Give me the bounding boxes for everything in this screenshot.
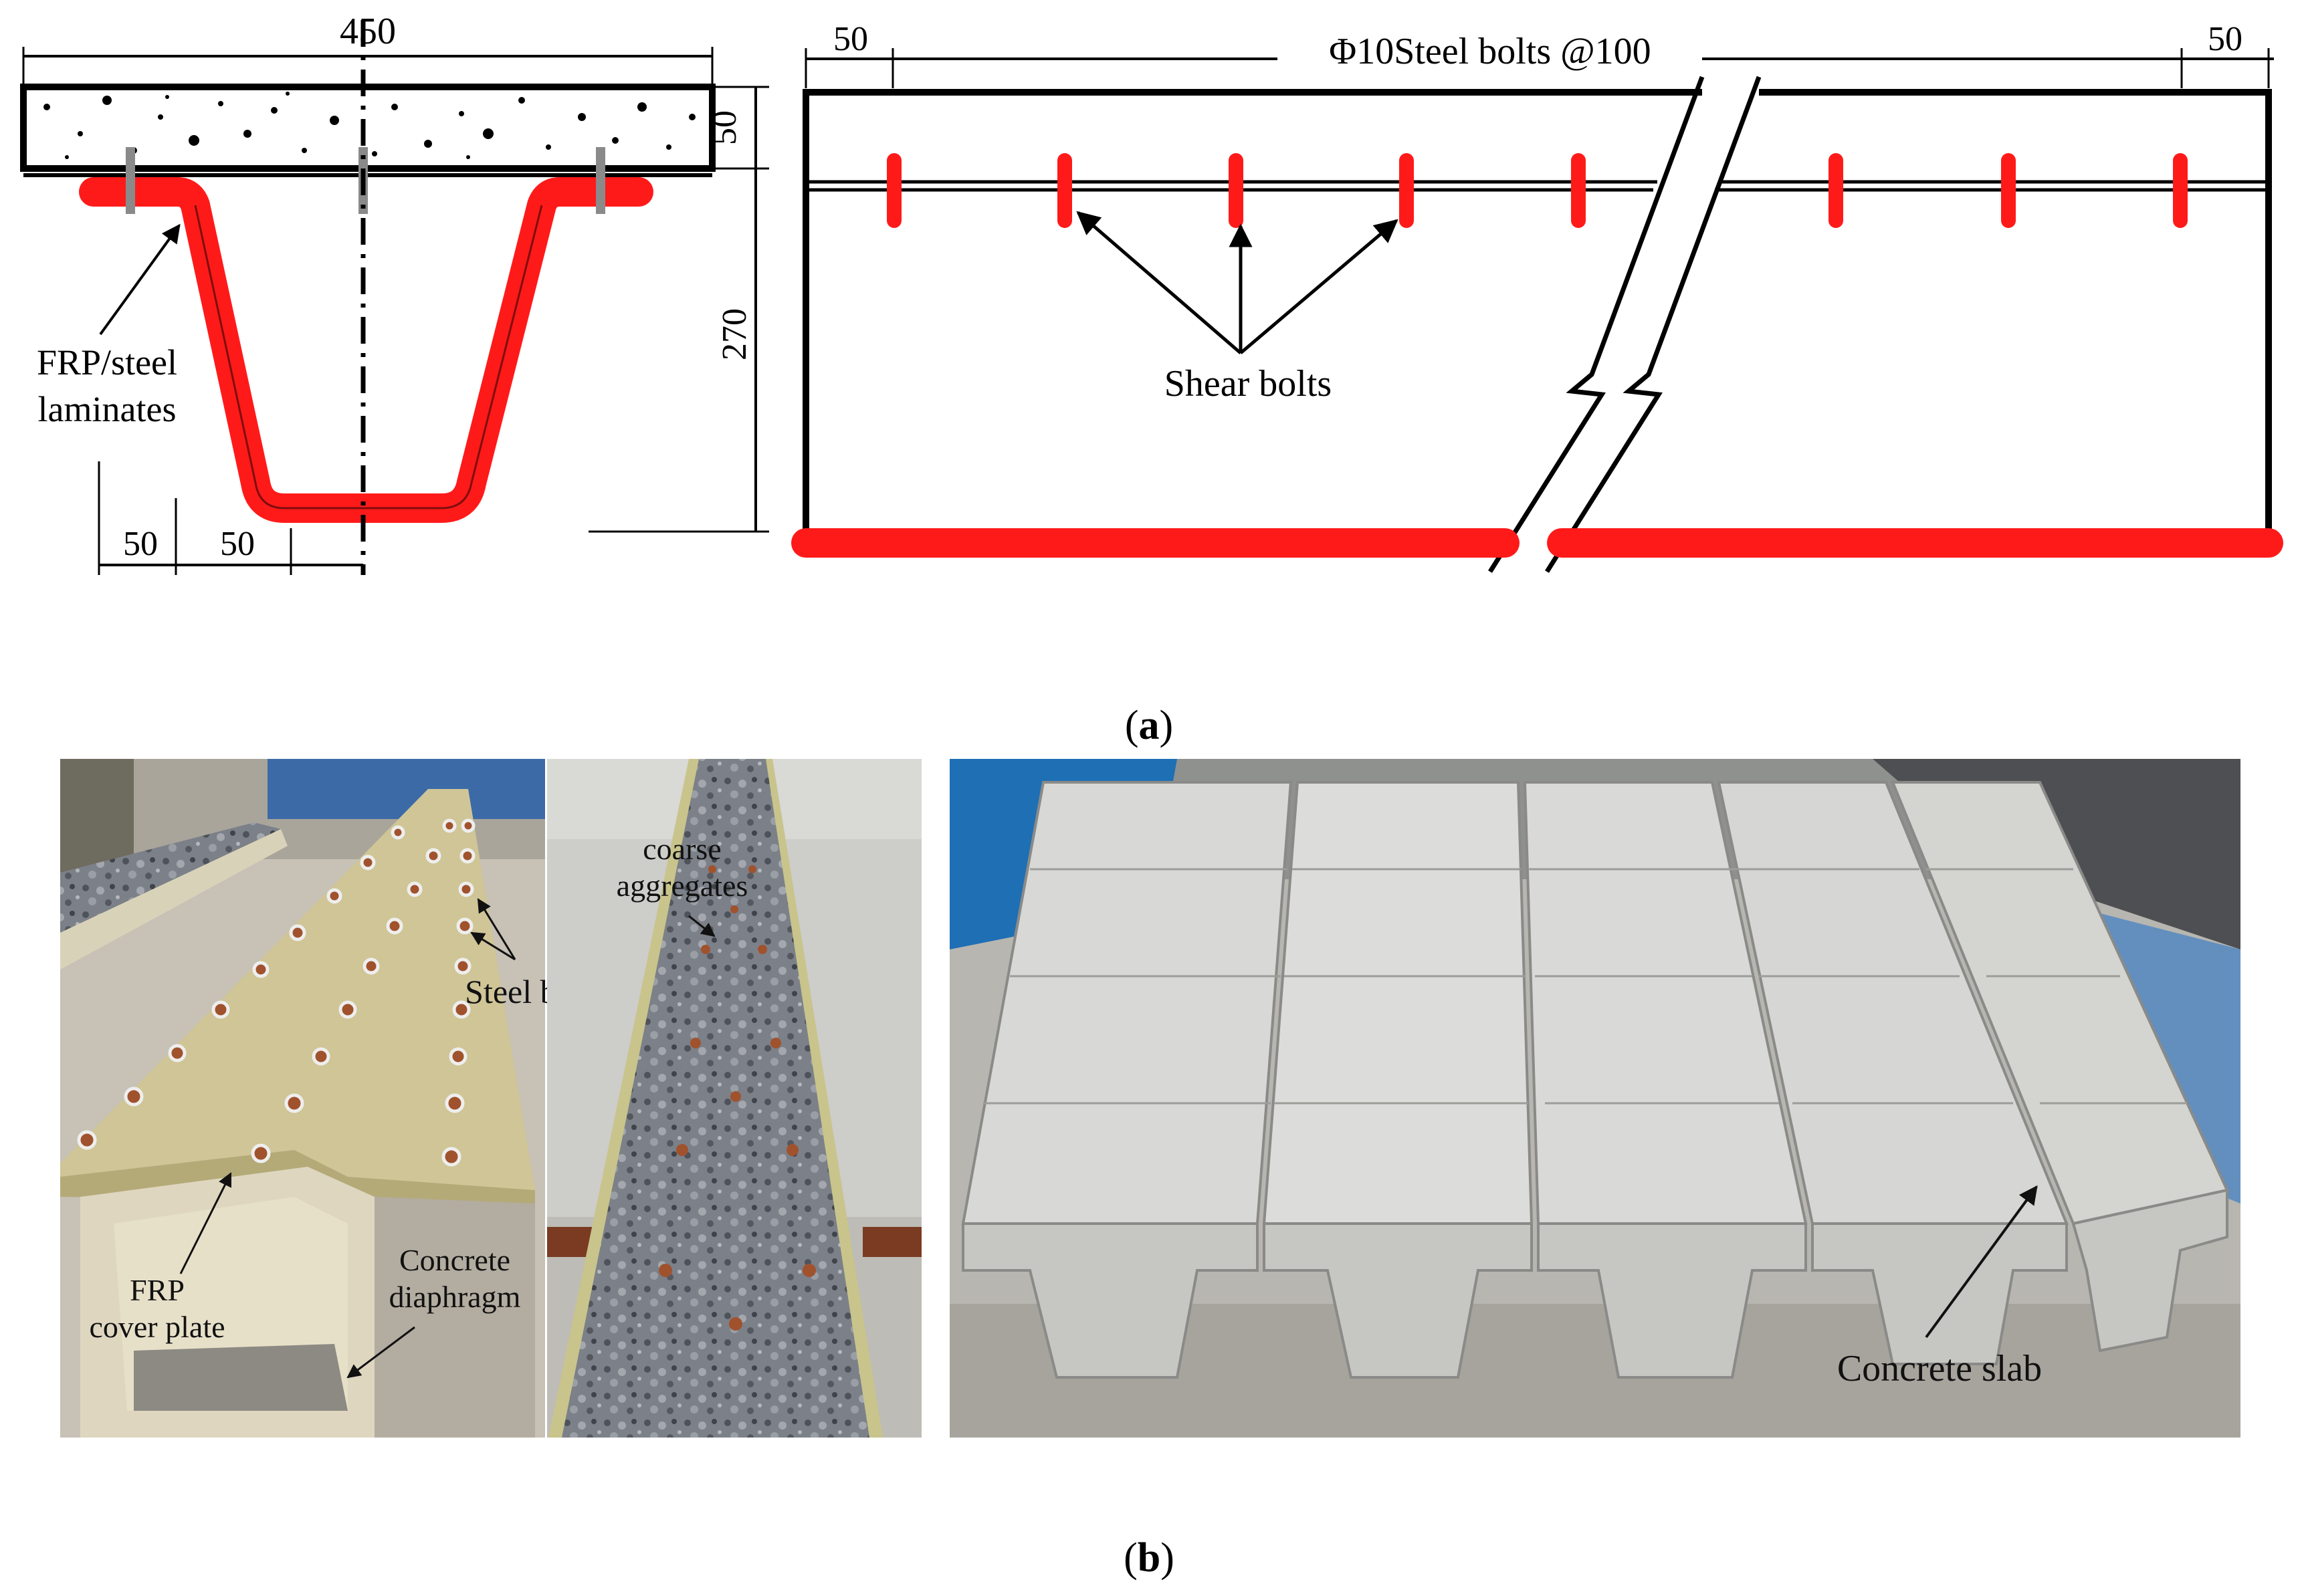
caption-a: (a) (1125, 703, 1173, 748)
bolt-left (126, 147, 135, 214)
shear-bolt-arrows (1076, 211, 1398, 354)
laminate-label-line1: FRP/steel (37, 342, 177, 382)
frp-cover-label-line1: FRP (130, 1273, 185, 1307)
diaphragm-label-line1: Concrete (399, 1243, 510, 1277)
diaphragm-label-line2: diaphragm (389, 1280, 521, 1314)
slab-top (1262, 781, 1534, 1225)
slab-thickness-label: 50 (706, 110, 744, 145)
end-dim-right: 50 (2208, 20, 2242, 58)
laminate-label-line2: laminates (38, 389, 177, 429)
bolt-spec-label: Φ10Steel bolts @100 (1329, 31, 1651, 72)
caption-b: (b) (1124, 1535, 1174, 1581)
top-width-label: 450 (340, 11, 396, 52)
photo-concrete-slabs: Concrete slab (950, 759, 2240, 1438)
elevation-drawing: 50 50 Φ10Steel bolts @100 (791, 20, 2283, 573)
shear-bolts (887, 153, 2188, 228)
photo-frp-girder: Steel bolts FRP cover plate Concrete dia… (60, 759, 605, 1438)
cross-section-drawing: 450 50 270 (20, 11, 769, 575)
bolt-right (596, 147, 605, 214)
break-line-right (1545, 76, 1762, 573)
bottom-dim-left: 50 (123, 525, 158, 563)
elevation-left-panel (803, 89, 1702, 542)
break-line-left (1488, 76, 1705, 573)
photo-coarse-aggregates: coarse aggregates (547, 759, 922, 1438)
aggregates-label-line2: aggregates (617, 869, 748, 903)
photo-bolts (77, 818, 476, 1167)
shear-bolts-label: Shear bolts (1164, 363, 1332, 405)
end-dim-left: 50 (833, 20, 868, 58)
slab-front-faces (962, 1188, 2228, 1379)
concrete-slab-label: Concrete slab (1837, 1348, 2042, 1389)
aggregates-label-line1: coarse (643, 832, 721, 866)
laminate-leader (99, 223, 181, 336)
bottom-dim-right: 50 (220, 525, 255, 563)
frp-cover-label-line2: cover plate (89, 1310, 225, 1344)
height-label: 270 (716, 308, 754, 360)
